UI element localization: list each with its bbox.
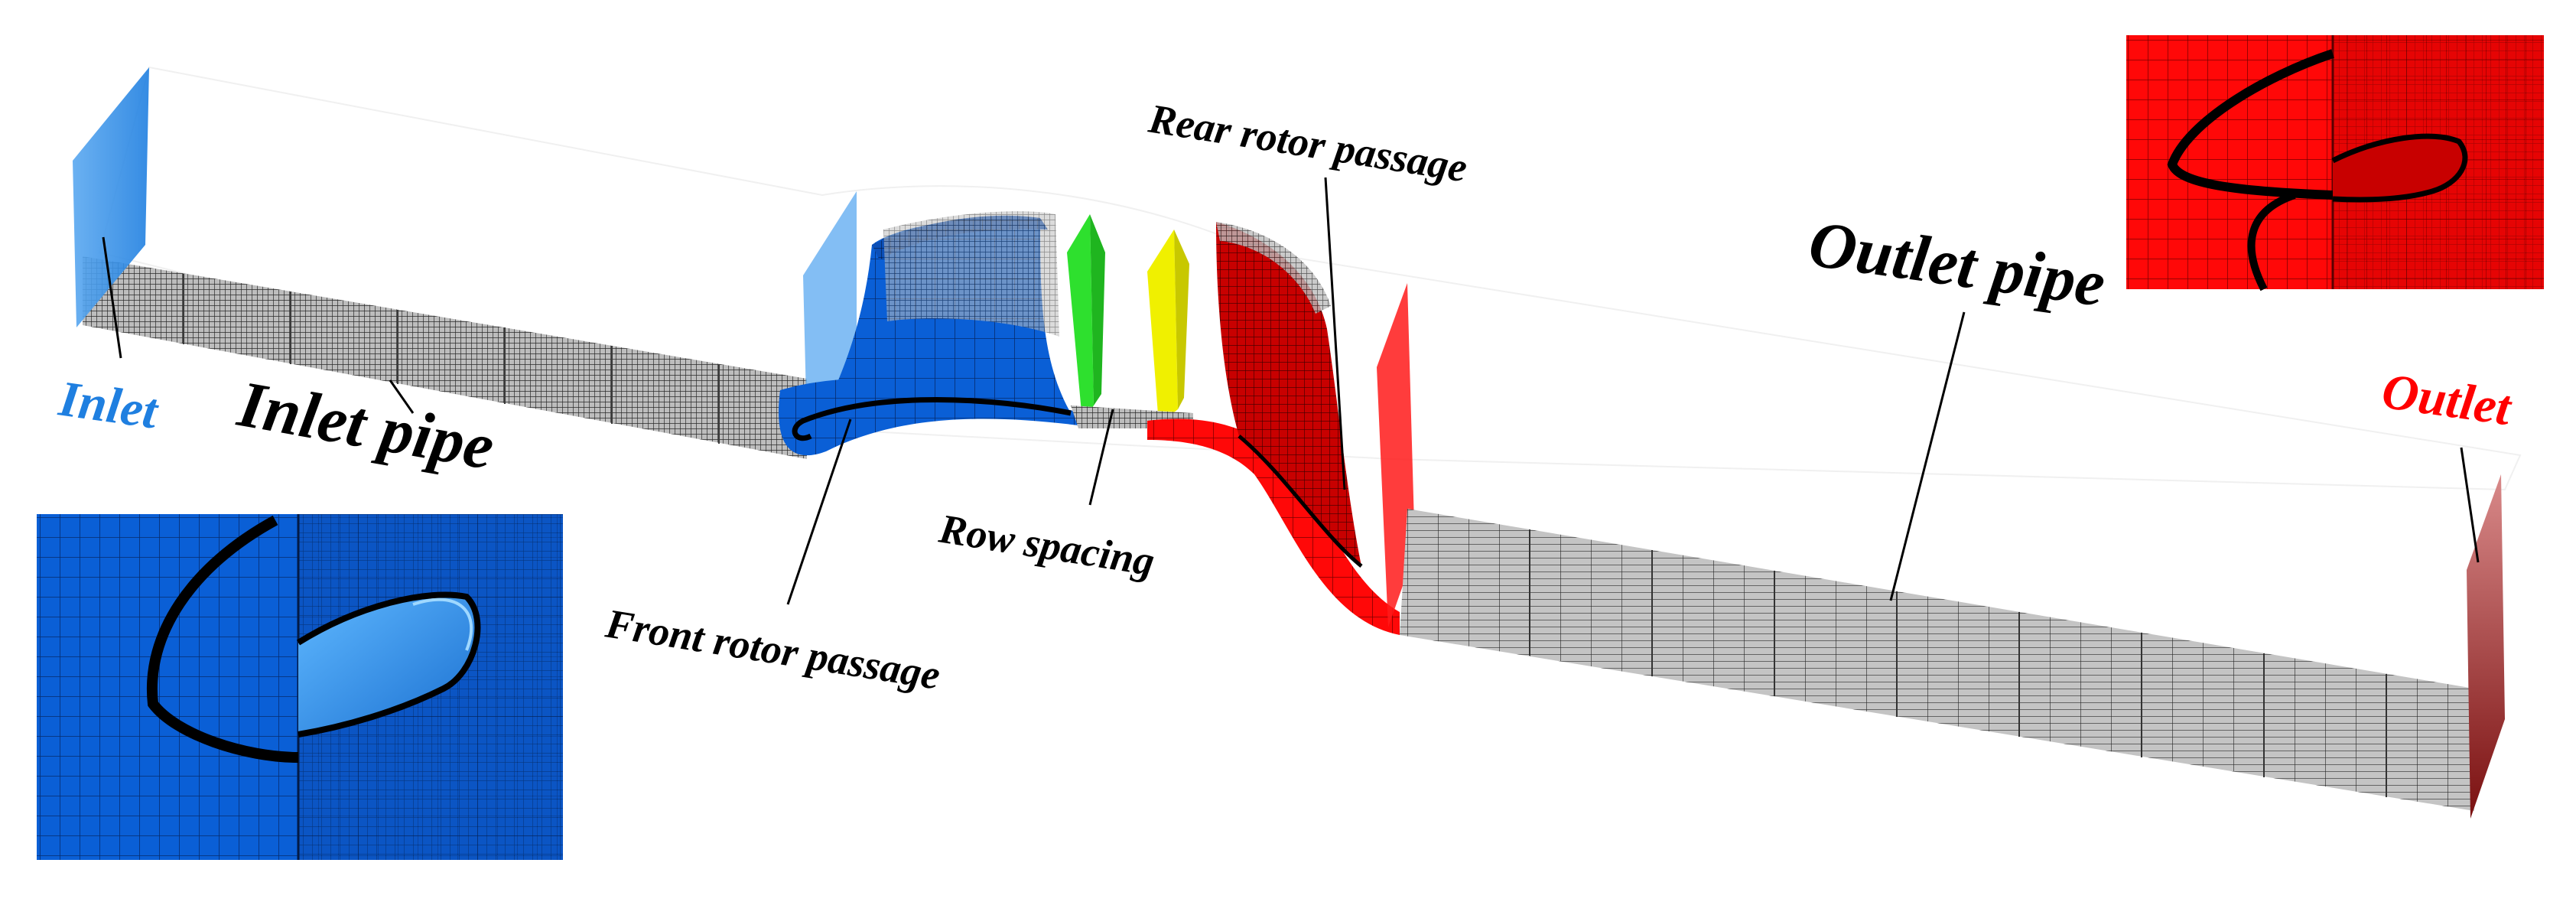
outlet-face bbox=[2467, 474, 2505, 819]
row-spacing-leader bbox=[1088, 409, 1114, 506]
rear-rotor-blade bbox=[1216, 222, 1361, 566]
inlet-leader bbox=[102, 236, 122, 359]
rear-rotor-leader bbox=[1324, 177, 1346, 490]
outlet-inset-panel bbox=[2126, 35, 2544, 291]
rear-rotor-blade-tip bbox=[1216, 222, 1331, 314]
row-spacing-green-face-back bbox=[1090, 214, 1105, 405]
outlet-label: Outlet bbox=[2379, 363, 2516, 437]
rear-rotor-hub bbox=[1147, 418, 1400, 635]
outlet-leader bbox=[2460, 447, 2480, 563]
outlet-pipe-mesh-lines bbox=[1529, 529, 2387, 797]
row-spacing-yellow-face-back bbox=[1174, 230, 1189, 409]
row-spacing-label: Row spacing bbox=[935, 505, 1157, 585]
inlet-inset-panel bbox=[37, 514, 563, 860]
rear-rotor-passage-label: Rear rotor passage bbox=[1145, 95, 1470, 190]
row-spacing-yellow-face bbox=[1147, 230, 1178, 425]
rear-rotor-outline bbox=[1238, 435, 1363, 568]
row-spacing-green-face bbox=[1067, 214, 1094, 421]
inlet-pipe-mesh bbox=[83, 256, 807, 459]
inlet-pipe-leader bbox=[389, 379, 415, 414]
front-rotor-outline bbox=[792, 397, 1072, 441]
inlet-face bbox=[73, 67, 149, 327]
inlet-pipe-mesh-lines bbox=[183, 274, 720, 444]
front-rotor-leader bbox=[786, 418, 852, 605]
front-rotor-tip-region bbox=[883, 211, 1059, 337]
outlet-pipe-label: Outlet pipe bbox=[1804, 207, 2109, 321]
leader-lines bbox=[102, 177, 2480, 605]
inlet-label: Inlet bbox=[55, 370, 162, 440]
front-rotor-passage-label: Front rotor passage bbox=[602, 600, 943, 698]
outlet-pipe-leader bbox=[1889, 311, 1966, 601]
outlet-pipe-mesh bbox=[1400, 509, 2474, 811]
